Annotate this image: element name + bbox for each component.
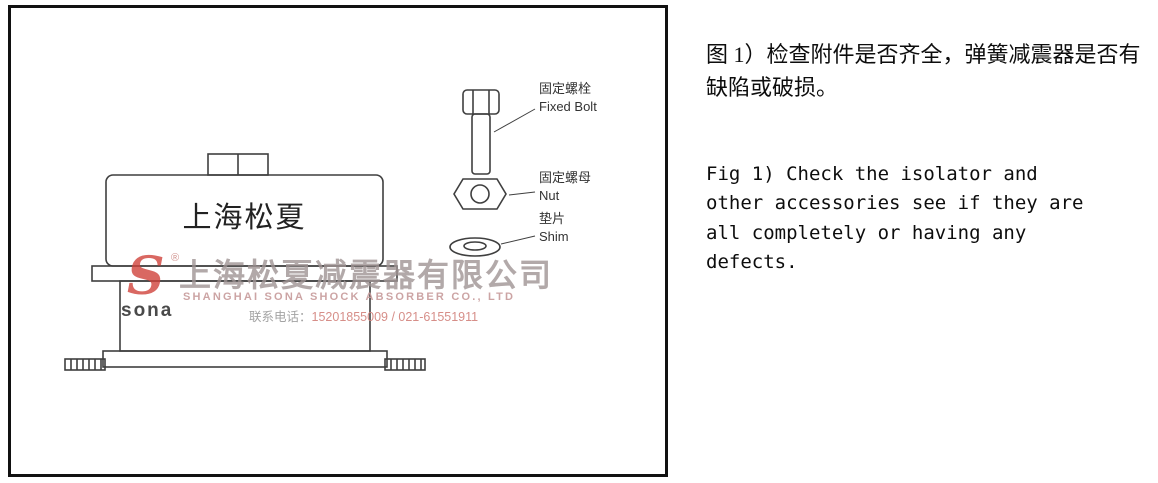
nut-label: 固定螺母 Nut: [539, 169, 591, 204]
nut-drawing: [453, 178, 507, 210]
nut-label-en: Nut: [539, 187, 560, 203]
caption-english: Fig 1) Check the isolator and other acce…: [706, 163, 1084, 274]
bolt-drawing: [462, 89, 500, 175]
shim-label-en: Shim: [539, 228, 569, 244]
isolator-drawing: [64, 153, 426, 371]
isolator-brand-text: 上海松夏: [182, 202, 307, 234]
bolt-label-cn: 固定螺栓: [539, 81, 592, 96]
shim-label-cn: 垫片: [539, 211, 566, 226]
bolt-label-en: Fixed Bolt: [539, 98, 597, 114]
figure-frame: 上海松夏 固定螺栓 Fixed Bolt 固定螺母 Nut 垫片 Shim S …: [8, 5, 668, 477]
nut-label-cn: 固定螺母: [539, 170, 592, 185]
shim-label: 垫片 Shim: [539, 210, 569, 245]
caption-block: 图 1）检查附件是否齐全，弹簧减震器是否有缺陷或破损。 Fig 1) Check…: [706, 38, 1151, 278]
bolt-leader-line: [493, 108, 536, 133]
nut-leader-line: [508, 191, 536, 196]
caption-chinese: 图 1）检查附件是否齐全，弹簧减震器是否有缺陷或破损。: [706, 42, 1141, 100]
shim-leader-line: [500, 235, 536, 245]
isolator-diagram: [64, 89, 536, 371]
shim-drawing: [449, 237, 501, 257]
bolt-label: 固定螺栓 Fixed Bolt: [539, 80, 597, 115]
